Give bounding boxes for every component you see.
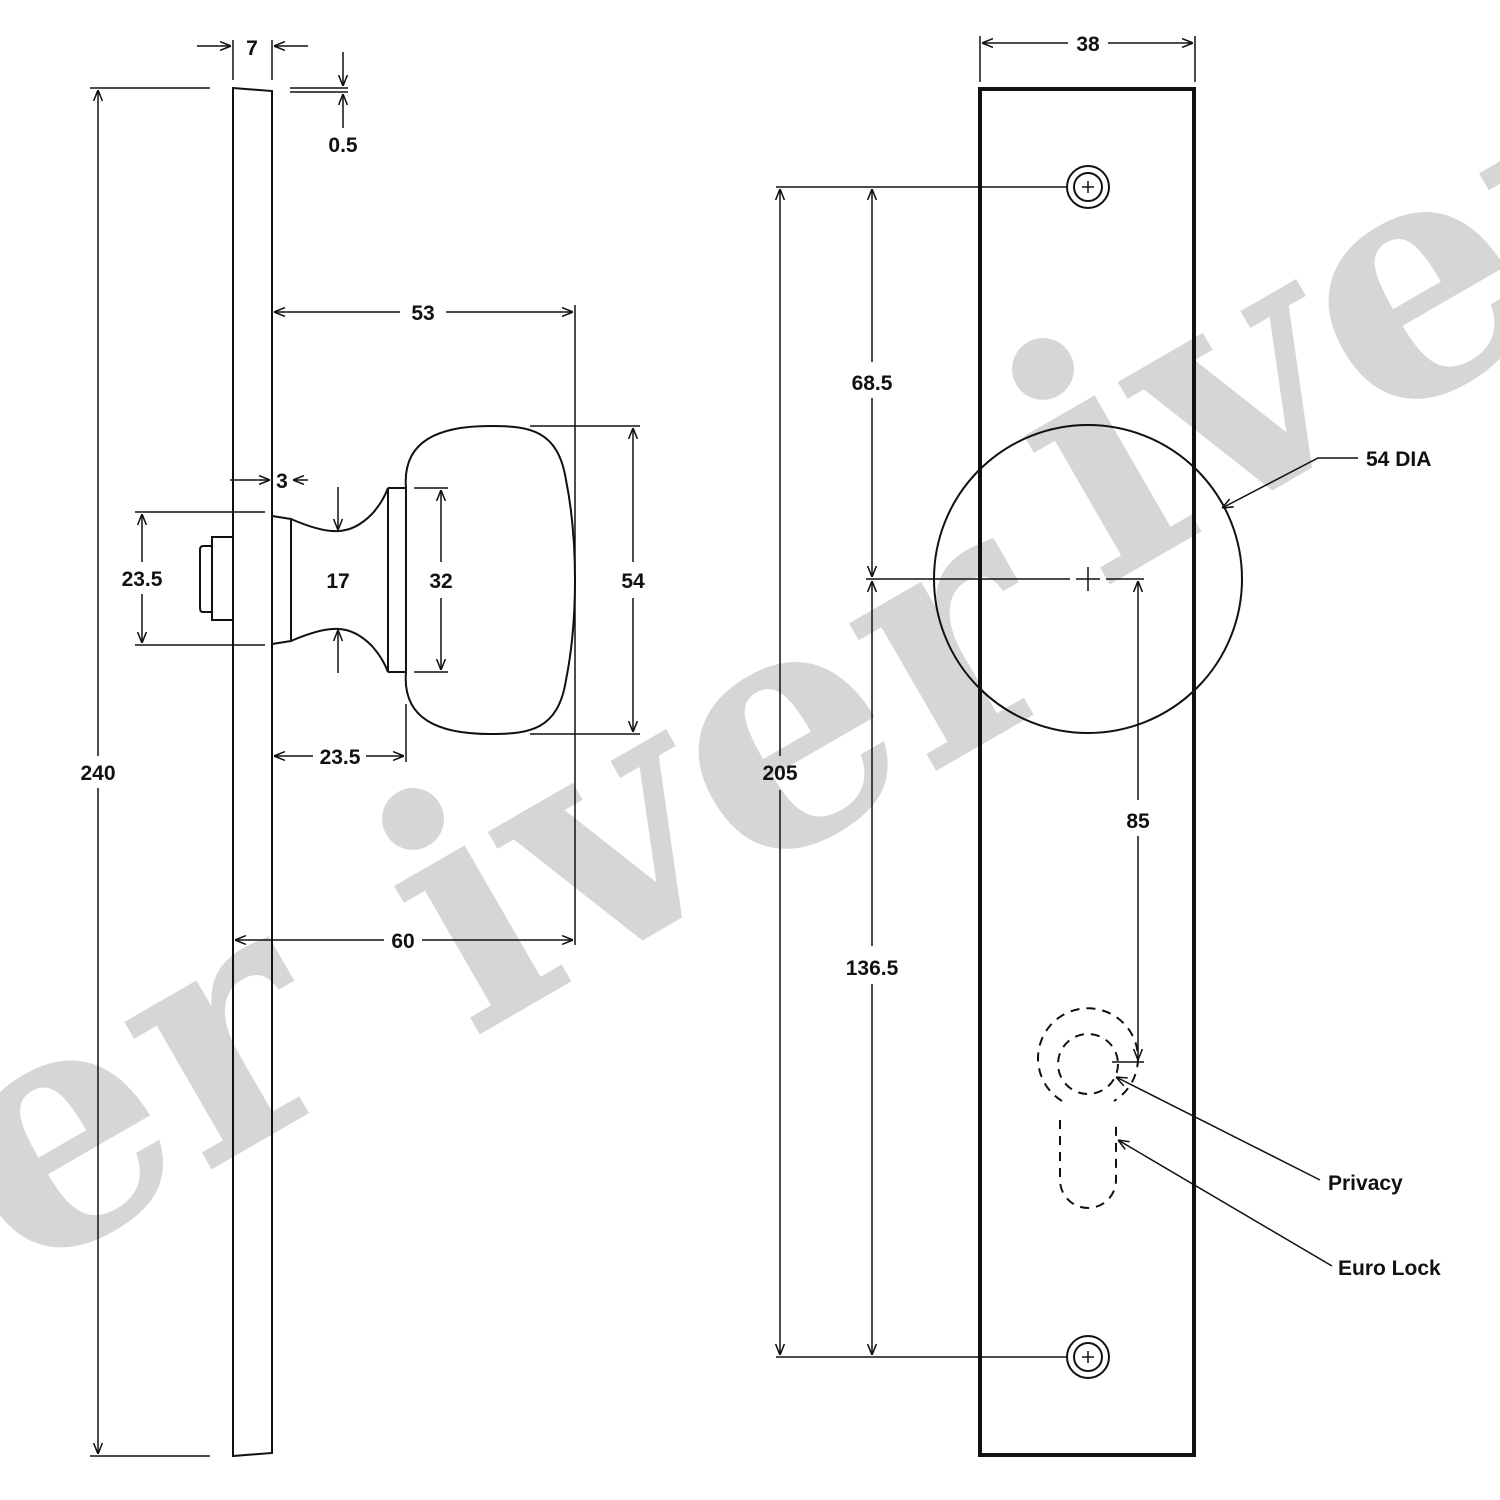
dim-collar-offset: 23.5 bbox=[320, 746, 361, 769]
dim-knob-projection: 53 bbox=[411, 302, 434, 325]
dim-knob-to-bottom-screw: 136.5 bbox=[846, 957, 899, 980]
top-screw bbox=[1066, 165, 1110, 209]
watermark-text-1: iver bbox=[315, 418, 1122, 1108]
dim-collar-diameter: 32 bbox=[429, 570, 452, 593]
bottom-screw bbox=[1066, 1335, 1110, 1379]
dim-rose-step: 3 bbox=[276, 470, 288, 493]
side-rose bbox=[271, 515, 292, 645]
label-euro-lock: Euro Lock bbox=[1338, 1257, 1441, 1280]
front-view: 38 205 68.5 136.5 85 54 DIA Privacy Euro… bbox=[762, 33, 1441, 1457]
dim-plate-width: 38 bbox=[1076, 33, 1100, 56]
side-spindle-block bbox=[211, 536, 234, 621]
watermark-text-3: er bbox=[0, 816, 397, 1347]
dim-spindle-height: 23.5 bbox=[122, 568, 163, 591]
dim-top-to-knob: 68.5 bbox=[852, 372, 893, 395]
dim-neck-diameter: 17 bbox=[326, 570, 349, 593]
euro-lock-outline bbox=[1037, 1007, 1139, 1209]
side-backplate bbox=[232, 86, 273, 1458]
dim-knob-diameter: 54 bbox=[621, 570, 645, 593]
watermark-text-2: iver bbox=[945, 0, 1500, 658]
dim-plate-thickness: 7 bbox=[246, 37, 258, 60]
side-spindle-cap bbox=[199, 545, 213, 613]
front-backplate bbox=[978, 87, 1196, 1457]
side-collar bbox=[388, 487, 407, 673]
side-view: 7 0.5 240 53 3 23.5 17 bbox=[80, 37, 645, 1458]
dim-total-projection: 60 bbox=[391, 930, 414, 953]
label-rose-dia: 54 DIA bbox=[1366, 448, 1431, 471]
dim-plate-taper: 0.5 bbox=[328, 134, 358, 157]
watermark: iver iver er bbox=[0, 0, 1500, 1348]
dim-screw-centres: 205 bbox=[762, 762, 797, 785]
dim-overall-height: 240 bbox=[80, 762, 115, 785]
label-privacy: Privacy bbox=[1328, 1172, 1403, 1195]
side-neck bbox=[290, 487, 389, 673]
dim-knob-to-lock: 85 bbox=[1126, 810, 1150, 833]
